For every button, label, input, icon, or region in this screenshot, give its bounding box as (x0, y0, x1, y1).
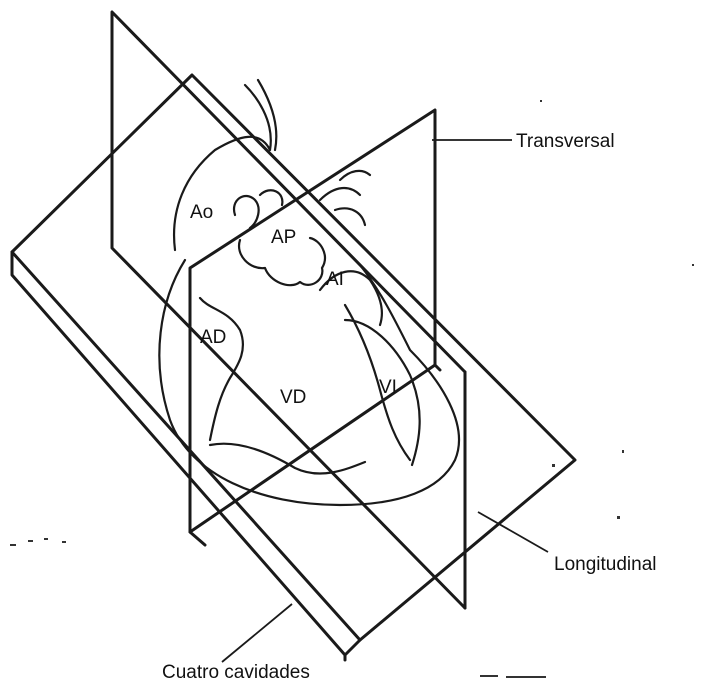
label-ai: AI (326, 269, 344, 290)
label-vd: VD (280, 387, 306, 408)
label-ao: Ao (190, 202, 213, 223)
interventricular-septum (345, 305, 410, 460)
four-chamber-plane (12, 75, 575, 640)
label-transversal: Transversal (516, 131, 615, 152)
right-ventricle-floor (210, 444, 365, 474)
label-cuatro-cavidades: Cuatro cavidades (162, 662, 310, 683)
label-ap: AP (271, 227, 296, 248)
label-ad: AD (200, 327, 226, 348)
cuatro-cavidades-leader (222, 604, 292, 662)
label-longitudinal: Longitudinal (554, 554, 656, 575)
label-vi: VI (379, 377, 397, 398)
longitudinal-plane (190, 110, 435, 532)
right-atrium-wall (200, 298, 243, 440)
four-chamber-plane-thickness (12, 252, 360, 660)
